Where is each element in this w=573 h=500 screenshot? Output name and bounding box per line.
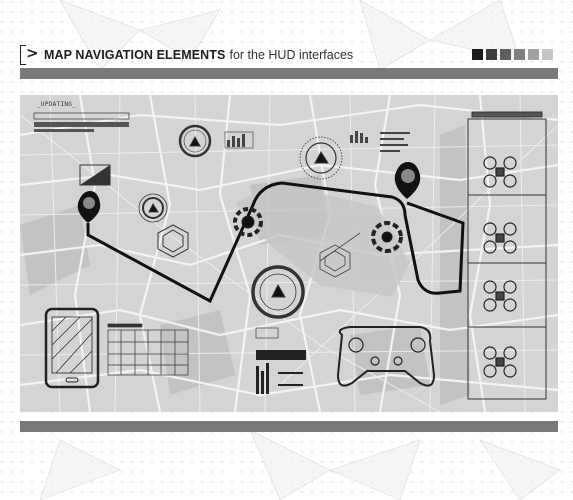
smartphone-icon	[44, 307, 100, 389]
status-text: _UPDATING_	[37, 101, 77, 108]
hexagon-icon	[319, 232, 361, 278]
bar-graph-icon	[224, 131, 410, 152]
title-bold: MAP NAVIGATION ELEMENTS	[44, 48, 226, 62]
color-swatch	[472, 49, 483, 60]
footer-bar	[20, 421, 558, 432]
color-swatch	[486, 49, 497, 60]
bracket-icon: >	[20, 44, 39, 65]
header-bar	[20, 68, 558, 79]
radar-icon	[251, 265, 305, 319]
color-swatches	[472, 49, 553, 60]
route-path	[86, 181, 465, 304]
drone-icon	[483, 222, 517, 254]
radar-icon	[299, 136, 343, 180]
waveform	[255, 327, 306, 394]
location-pin-icon	[394, 162, 421, 199]
color-swatch	[500, 49, 511, 60]
radar-icon	[178, 124, 212, 158]
location-pin-icon	[77, 191, 101, 223]
city-map	[20, 95, 558, 412]
gamepad-icon	[336, 326, 436, 387]
hexagon-icon	[157, 224, 189, 258]
drone-panel	[467, 111, 547, 400]
drone-icon	[483, 280, 517, 312]
radar-icon	[138, 193, 168, 223]
page-title: > MAP NAVIGATION ELEMENTS for the HUD in…	[20, 44, 353, 66]
target-marker	[233, 207, 263, 237]
color-swatch	[542, 49, 553, 60]
color-swatch	[528, 49, 539, 60]
target-marker	[371, 221, 403, 253]
title-subtitle: for the HUD interfaces	[229, 48, 354, 62]
drone-icon	[483, 156, 517, 188]
drone-icon	[483, 346, 517, 378]
cell-grid	[107, 323, 189, 376]
map-panel: _UPDATING_	[20, 95, 558, 412]
data-panel	[33, 112, 130, 186]
color-swatch	[514, 49, 525, 60]
